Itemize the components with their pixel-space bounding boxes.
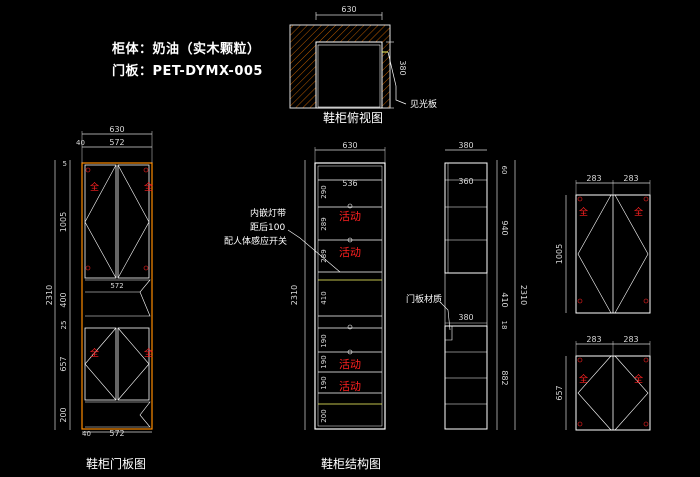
door-b-width-2: 283 bbox=[623, 335, 638, 344]
upper-right-door bbox=[117, 164, 150, 279]
dim-200: 200 bbox=[59, 407, 68, 422]
dim-289: 289 bbox=[320, 249, 328, 262]
side-dim-940: 940 bbox=[500, 220, 509, 235]
upper-right-door-swing bbox=[117, 164, 150, 279]
niche-width-dim: 572 bbox=[110, 282, 123, 290]
hinge-mark: 全 bbox=[634, 373, 643, 385]
struct-inner-width-dim: 536 bbox=[342, 179, 357, 188]
hinge-mark: 全 bbox=[144, 347, 153, 359]
light-board-leader bbox=[387, 51, 407, 105]
dim-289: 289 bbox=[320, 217, 328, 230]
light-strip-note-1: 内嵌灯带 bbox=[250, 209, 287, 219]
dim-190: 190 bbox=[320, 355, 328, 368]
adjustable-label: 活动 bbox=[339, 358, 361, 371]
top-view-depth-dim: 380 bbox=[398, 60, 407, 75]
side-upper-outline bbox=[444, 162, 488, 274]
lower-left-door-swing bbox=[84, 327, 117, 401]
door-width-dim: 630 bbox=[109, 125, 124, 134]
dim-400: 400 bbox=[59, 292, 68, 307]
cabinet-body-spec: 柜体：奶油（实木颗粒） bbox=[112, 42, 261, 57]
upper-left-door bbox=[84, 164, 117, 279]
dim-200: 200 bbox=[320, 409, 328, 422]
lower-right-door-swing bbox=[117, 327, 150, 401]
struct-height-dim: 2310 bbox=[290, 285, 299, 305]
top-view-cabinet-outline bbox=[315, 41, 383, 109]
hinge-circle bbox=[85, 265, 91, 271]
hinge-mark: 全 bbox=[579, 373, 588, 385]
door-detail-upper: 全 全 283 283 1005 bbox=[555, 174, 651, 314]
hinge-circle bbox=[143, 265, 149, 271]
dim-2310: 2310 bbox=[45, 285, 54, 305]
hinge-mark: 全 bbox=[579, 206, 588, 218]
struct-width-dim: 630 bbox=[342, 141, 357, 150]
light-board-note: 见光板 bbox=[410, 100, 438, 110]
side-lower-outline bbox=[444, 325, 488, 430]
door-material-leader bbox=[439, 301, 451, 331]
door-b-width-1: 283 bbox=[586, 335, 601, 344]
door-elevation-outline bbox=[81, 162, 153, 430]
dim-410: 410 bbox=[320, 291, 328, 304]
door-a-width-1: 283 bbox=[586, 174, 601, 183]
structure-outline bbox=[314, 162, 386, 430]
structure-view-caption: 鞋柜结构图 bbox=[321, 457, 382, 471]
side-dim-410: 410 bbox=[500, 292, 509, 307]
hinge-mark: 全 bbox=[90, 347, 99, 359]
dim-5: 5 bbox=[63, 160, 67, 168]
plinth bbox=[85, 401, 151, 428]
hinge-mark: 全 bbox=[634, 206, 643, 218]
top-view-cabinet-inner bbox=[317, 44, 381, 108]
door-inner-dim: 572 bbox=[109, 138, 124, 147]
door-side-dim: 40 bbox=[76, 139, 85, 147]
top-view: 630 380 bbox=[289, 5, 407, 109]
side-dim-882: 882 bbox=[500, 370, 509, 385]
dim-25: 25 bbox=[60, 321, 68, 330]
door-panel-spec: 门板：PET-DYMX-005 bbox=[112, 64, 263, 79]
lower-right-door bbox=[117, 327, 150, 401]
side-dim-60: 60 bbox=[500, 166, 508, 175]
structure-view: 活动 活动 活动 活动 536 290 289 289 410 190 190 … bbox=[287, 141, 386, 430]
dim-190: 190 bbox=[320, 334, 328, 347]
top-view-width-dim: 630 bbox=[341, 5, 356, 14]
door-view-caption: 鞋柜门板图 bbox=[86, 457, 147, 471]
dim-290: 290 bbox=[320, 185, 328, 198]
dim-190: 190 bbox=[320, 376, 328, 389]
upper-left-door-swing bbox=[84, 164, 117, 279]
door-a-height: 1005 bbox=[555, 244, 564, 264]
hinge-circle bbox=[85, 167, 91, 173]
side-dim-18: 18 bbox=[500, 321, 508, 330]
door-material-note: 门板材质 bbox=[406, 295, 443, 305]
side-inner-depth-dim: 360 bbox=[458, 177, 473, 186]
light-strip-leader bbox=[287, 229, 341, 273]
door-b-height: 657 bbox=[555, 385, 564, 400]
adjustable-label: 活动 bbox=[339, 380, 361, 393]
light-strip-note-2: 距后100 bbox=[250, 223, 286, 233]
door-detail-lower: 全 全 283 283 657 bbox=[555, 335, 651, 431]
adjustable-label: 活动 bbox=[339, 210, 361, 223]
side-section: 380 360 380 60 940 410 18 882 2310 bbox=[439, 141, 528, 430]
lower-left-door bbox=[84, 327, 117, 401]
side-depth-dim: 380 bbox=[458, 141, 473, 150]
side-mid-depth-dim: 380 bbox=[458, 313, 473, 322]
top-view-caption: 鞋柜俯视图 bbox=[323, 111, 384, 125]
light-strip-note-3: 配人体感应开关 bbox=[224, 237, 288, 247]
hinge-mark: 全 bbox=[90, 181, 99, 193]
hinge-mark: 全 bbox=[144, 181, 153, 193]
adjustable-label: 活动 bbox=[339, 246, 361, 259]
door-bottom-inner-dim: 572 bbox=[109, 429, 124, 438]
side-dim-2310: 2310 bbox=[519, 285, 528, 305]
door-bottom-side-dim: 40 bbox=[82, 430, 91, 438]
dim-1005: 1005 bbox=[59, 212, 68, 232]
door-elevation: 全 全 全 全 630 40 572 572 40 572 5 10 bbox=[45, 125, 153, 438]
hinge-circle bbox=[143, 167, 149, 173]
dim-657: 657 bbox=[59, 356, 68, 371]
door-a-width-2: 283 bbox=[623, 174, 638, 183]
